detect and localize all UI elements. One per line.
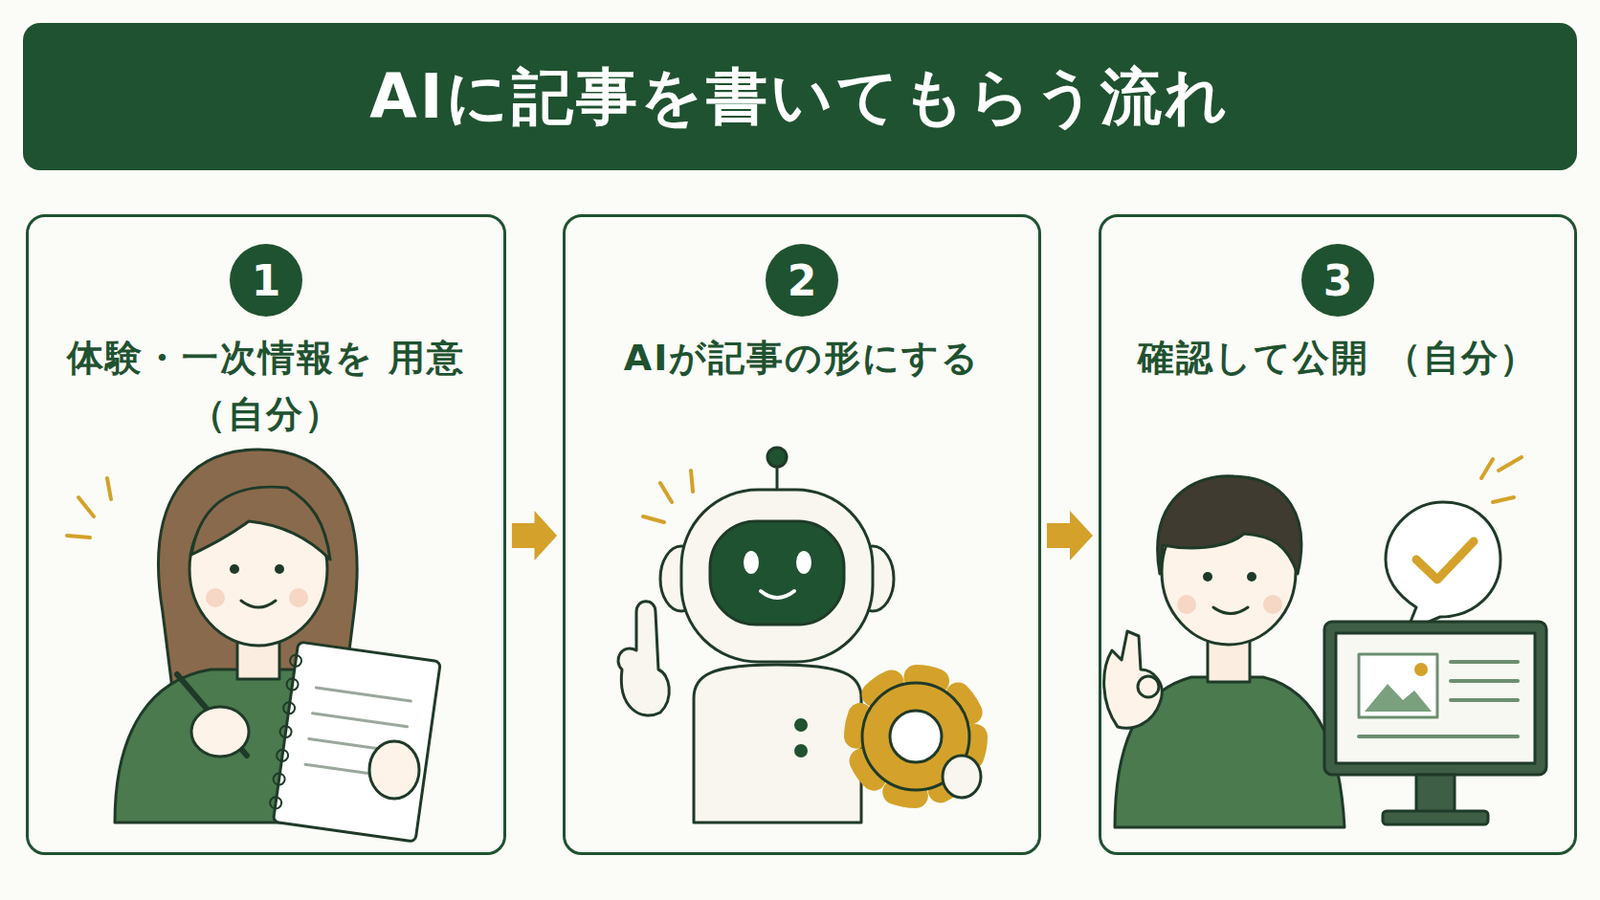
step-label: 確認して公開 （自分） <box>1111 330 1565 387</box>
step-number-text: 2 <box>787 256 818 306</box>
step-panel: 体験・一次情報を 用意（自分） 1 <box>25 214 507 856</box>
step-number-text: 3 <box>1323 256 1354 306</box>
man-with-monitor <box>1104 457 1547 828</box>
step-panel: 確認して公開 （自分） 3 <box>1098 214 1578 856</box>
step-panel: AIが記事の形にする 2 <box>562 214 1042 856</box>
step-number-text: 1 <box>251 256 282 306</box>
step-number: 2 <box>765 244 839 317</box>
title: AIに記事を書いてもらう流れ <box>369 55 1230 139</box>
flow-arrow <box>1046 511 1093 561</box>
flow-arrow <box>511 511 557 561</box>
step-number: 1 <box>229 244 303 317</box>
title-banner: AIに記事を書いてもらう流れ <box>22 22 1578 171</box>
step-label: AIが記事の形にする <box>575 330 1029 387</box>
step-number: 3 <box>1301 244 1375 317</box>
robot <box>618 447 981 823</box>
step-label: 体験・一次情報を 用意（自分） <box>38 330 494 444</box>
woman-writing <box>66 449 441 843</box>
